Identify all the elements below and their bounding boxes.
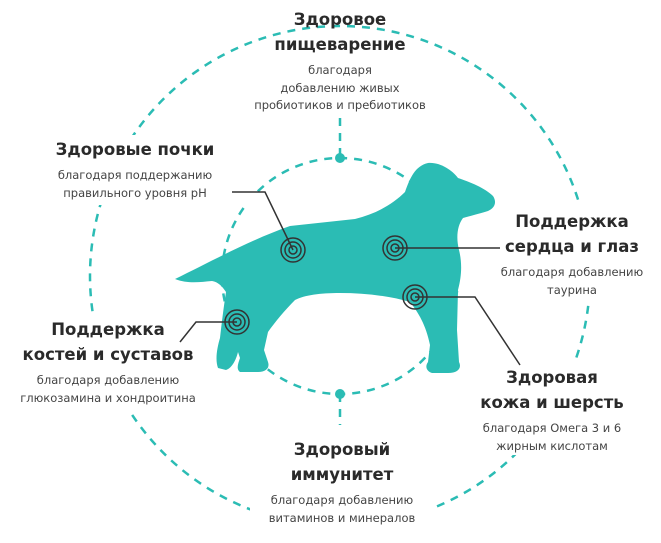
benefit-heart: Поддержка сердца и глаз благодаря добавл… xyxy=(501,209,643,299)
text-mask-top xyxy=(225,58,455,118)
leader-lines xyxy=(179,191,521,366)
digestion-title-1: Здоровое xyxy=(293,10,387,29)
bones-title-1: Поддержка xyxy=(51,320,165,339)
kidneys-desc-1: благодаря поддержанию xyxy=(57,168,213,182)
heart-title-1: Поддержка xyxy=(515,212,629,231)
digestion-desc-1: благодаря xyxy=(308,63,372,77)
immunity-title-2: иммунитет xyxy=(290,465,394,484)
skin-desc-1: благодаря Омега 3 и 6 xyxy=(482,421,622,435)
text-mask-kidney xyxy=(15,135,255,205)
bones-desc-1: благодаря добавлению xyxy=(36,373,180,387)
digestion-desc-3: пробиотиков и пребиотиков xyxy=(254,98,426,112)
bones-title-2: костей и суставов xyxy=(22,345,194,364)
immunity-desc-1: благодаря добавлению xyxy=(270,493,414,507)
heart-desc-1: благодаря добавлению xyxy=(500,265,644,279)
text-mask-heart xyxy=(480,205,660,300)
benefit-immunity: Здоровый иммунитет благодаря добавлению … xyxy=(269,437,416,527)
skin-desc-2: жирным кислотам xyxy=(496,438,608,453)
skin-title-2: кожа и шерсть xyxy=(480,393,624,412)
benefit-kidneys: Здоровые почки благодаря поддержанию пра… xyxy=(56,137,215,202)
skin-title-1: Здоровая xyxy=(506,368,598,387)
digestion-title-2: пищеварение xyxy=(274,35,406,54)
target-icon-kidney xyxy=(280,237,306,263)
heart-desc-2: таурина xyxy=(547,282,597,297)
kidneys-desc-2: правильного уровня pH xyxy=(63,185,207,200)
digestion-desc-2: добавлению живых xyxy=(280,80,400,95)
benefit-digestion: Здоровое пищеварение благодаря добавлени… xyxy=(254,7,426,115)
immunity-desc-2: витаминов и минералов xyxy=(268,510,416,525)
text-mask-immunity xyxy=(250,430,435,540)
benefit-bones: Поддержка костей и суставов благодаря до… xyxy=(20,317,196,407)
target-icon-bones xyxy=(224,309,250,335)
heart-title-2: сердца и глаз xyxy=(505,237,639,256)
text-mask-bones xyxy=(10,315,210,410)
target-icon-skin xyxy=(402,284,428,310)
benefit-skin: Здоровая кожа и шерсть благодаря Омега 3… xyxy=(480,365,623,455)
text-mask-skin xyxy=(460,360,660,455)
kidneys-title: Здоровые почки xyxy=(55,140,215,159)
dog-silhouette xyxy=(175,162,496,373)
target-icon-heart xyxy=(382,235,408,261)
bones-desc-2: глюкозамина и хондроитина xyxy=(20,390,196,405)
bottom-dot xyxy=(335,389,345,399)
immunity-title-1: Здоровый xyxy=(293,440,391,459)
top-dot xyxy=(335,153,345,163)
